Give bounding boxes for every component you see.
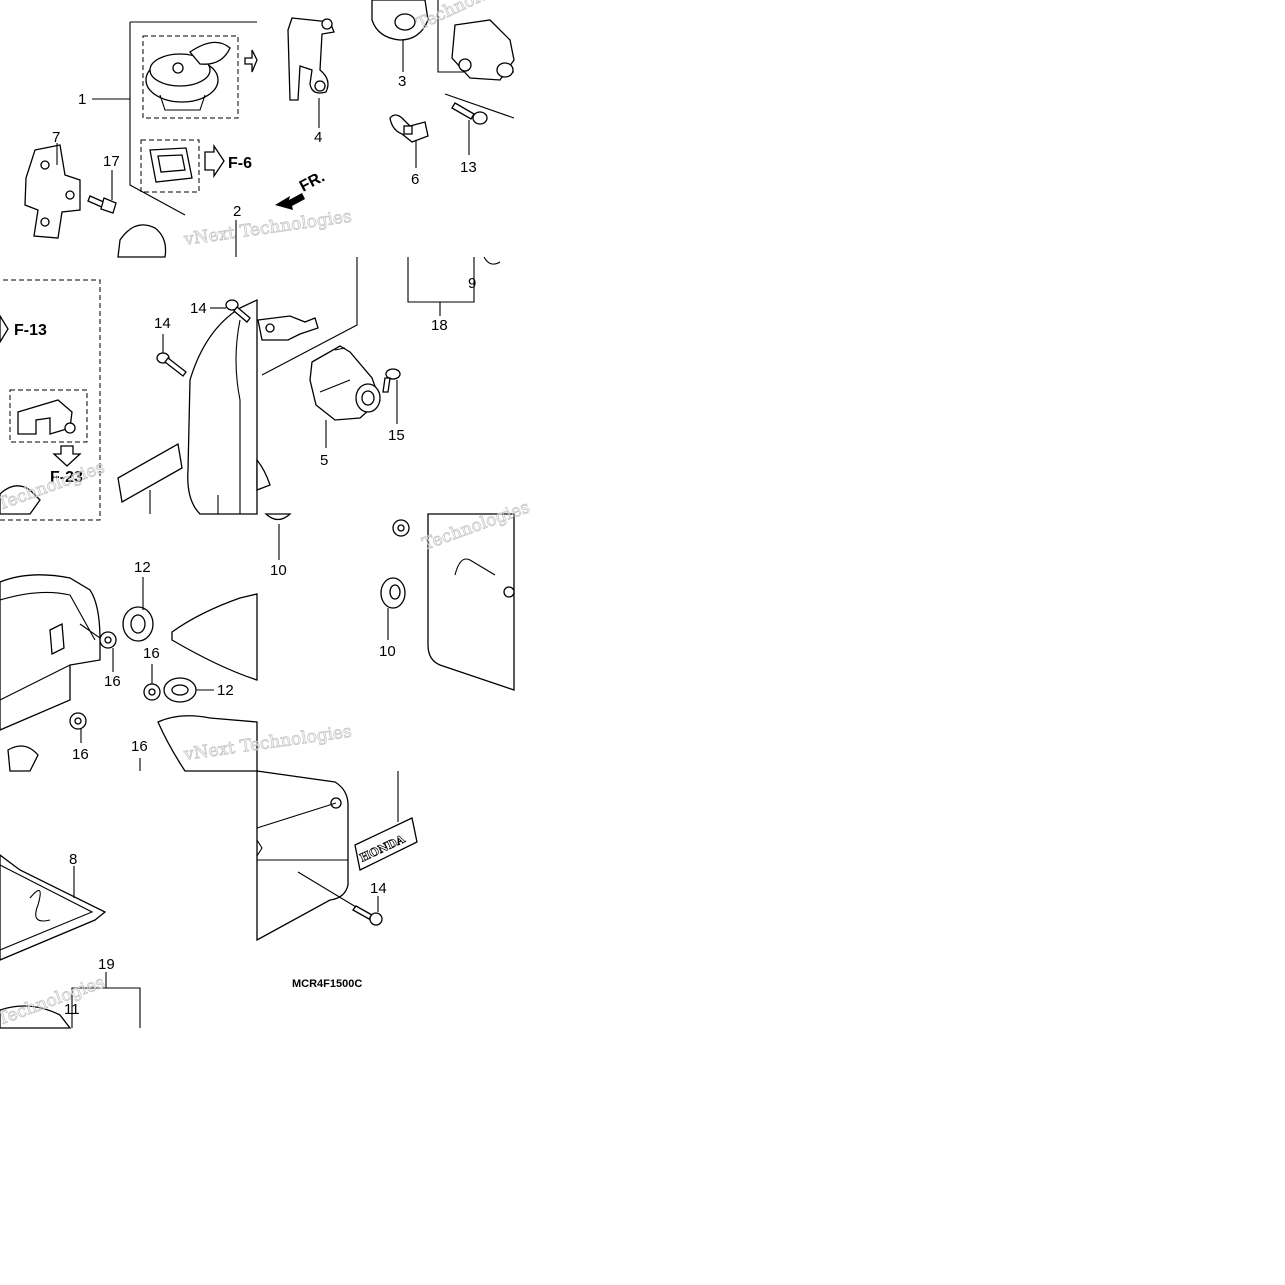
ref-f23: F-23 <box>50 469 83 486</box>
grommet-12-a <box>122 606 154 642</box>
tile-lower-middle <box>264 513 515 691</box>
callout-7: 7 <box>52 129 60 146</box>
screw-14-c <box>352 905 383 926</box>
callout-17: 17 <box>103 153 120 170</box>
callout-2: 2 <box>233 203 241 220</box>
bracket-4 <box>287 17 335 101</box>
callout-14-a: 14 <box>190 300 207 317</box>
callout-14-b: 14 <box>154 315 171 332</box>
nut-top <box>392 519 410 537</box>
key-clip <box>17 399 76 435</box>
seat-lock-5 <box>309 345 381 421</box>
key-set <box>257 315 319 341</box>
callout-16-a: 16 <box>104 673 121 690</box>
callout-16-b: 16 <box>143 645 160 662</box>
screw-15 <box>382 368 401 393</box>
grommet-12-b <box>163 677 197 703</box>
callout-18: 18 <box>431 317 448 334</box>
bolt-17 <box>87 195 117 214</box>
glovebox-lid <box>187 298 258 515</box>
ref-fr: FR. <box>297 168 328 195</box>
tile-top-left: F-6 <box>24 21 258 258</box>
callout-8: 8 <box>69 851 77 868</box>
callout-10-a: 10 <box>270 562 287 579</box>
tile-lower-left <box>0 574 258 772</box>
tile-bottom-left <box>0 854 141 1029</box>
watermark-1: vNext Technologies <box>182 207 353 250</box>
callout-16-d: 16 <box>131 738 148 755</box>
tile-top-middle: FR. <box>275 0 515 210</box>
glovebox-body <box>0 574 101 731</box>
callout-5: 5 <box>320 452 328 469</box>
front-direction-arrow <box>275 193 305 210</box>
callout-3: 3 <box>398 73 406 90</box>
callout-1: 1 <box>78 91 86 108</box>
screw-14-b <box>225 299 251 323</box>
callout-11: 11 <box>64 1001 80 1018</box>
side-cover <box>427 513 515 691</box>
callout-15: 15 <box>388 427 405 444</box>
bracket-7 <box>24 144 81 239</box>
honda-decal: HONDA <box>354 817 418 871</box>
key-6 <box>389 114 429 143</box>
callout-10-b: 10 <box>379 643 396 660</box>
rear-cover <box>256 770 349 942</box>
lock-connector <box>149 147 193 183</box>
callout-16-c: 16 <box>72 746 89 763</box>
screw-13 <box>451 102 488 125</box>
callout-19: 19 <box>98 956 115 973</box>
callout-6: 6 <box>411 171 419 188</box>
nut-16-c <box>69 712 87 730</box>
callout-12-b: 12 <box>217 682 234 699</box>
callout-4: 4 <box>314 129 322 146</box>
callout-12-a: 12 <box>134 559 151 576</box>
callout-13: 13 <box>460 159 477 176</box>
ignition-switch <box>451 19 515 81</box>
lock-cylinder-3 <box>371 0 429 41</box>
tile-middle-left: F-13 F-23 <box>0 279 258 521</box>
callout-14-c: 14 <box>370 880 387 897</box>
ref-f13: F-13 <box>14 322 47 339</box>
nut-16-b <box>143 683 161 701</box>
callouts: 1 2 3 4 5 6 7 8 9 10 10 11 12 12 13 14 1… <box>52 73 477 1018</box>
grommet-10 <box>380 577 406 609</box>
diagram-code: MCR4F1500C <box>292 978 362 990</box>
screw-14-a <box>156 352 187 377</box>
ref-f6: F-6 <box>228 155 252 172</box>
fuel-cap-lock <box>145 41 231 111</box>
tile-center <box>256 256 501 491</box>
mat-8 <box>0 854 107 961</box>
nut-16-a <box>99 631 117 649</box>
callout-9: 9 <box>468 275 476 292</box>
tile-bottom-middle: HONDA <box>256 770 418 942</box>
